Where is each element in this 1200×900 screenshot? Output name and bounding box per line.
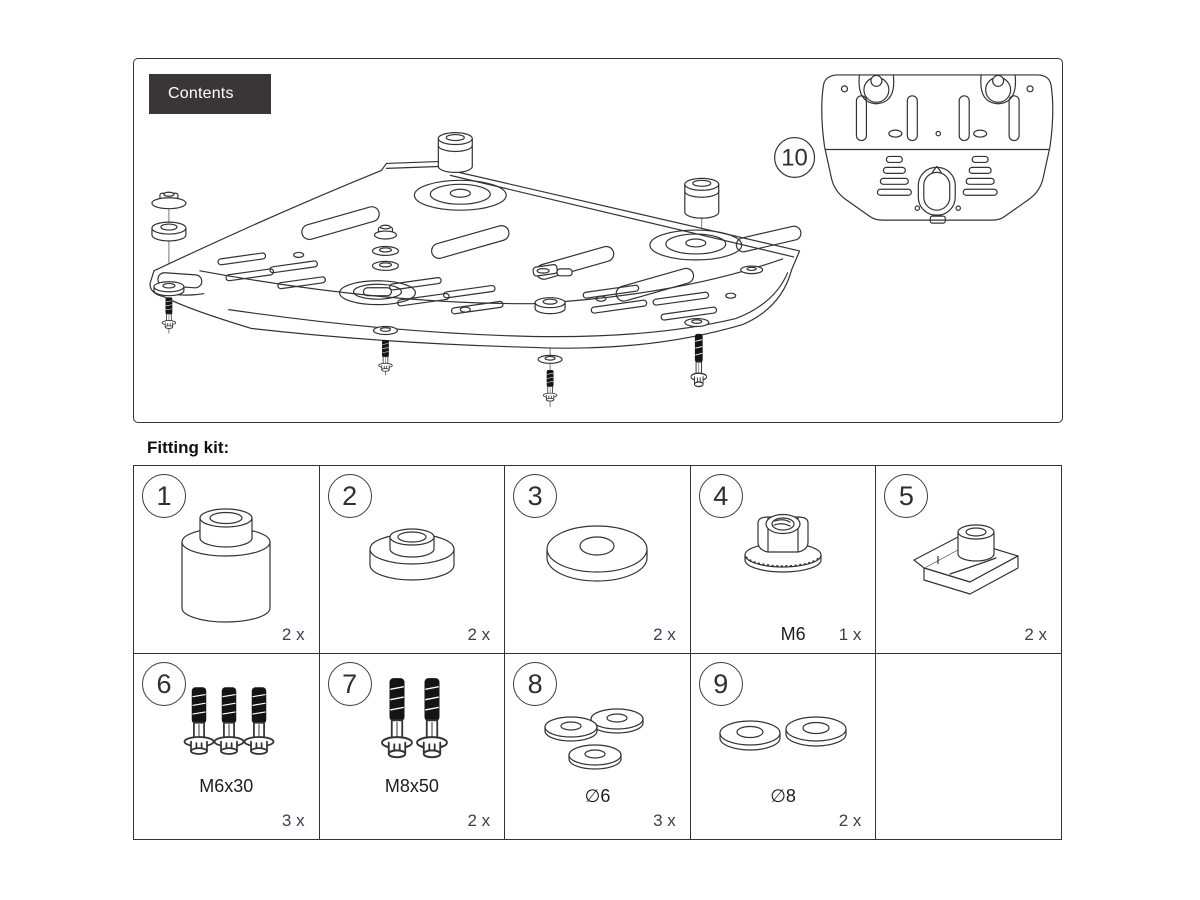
kit-item-cell-4: 4 M6 1 x bbox=[690, 466, 877, 654]
callout-10-circle bbox=[774, 136, 816, 178]
kit-item-cell-2: 2 2 x bbox=[319, 466, 506, 654]
washers-d6-illustration bbox=[544, 707, 645, 770]
part-size-label: M6 bbox=[780, 624, 806, 644]
kit-item-cell-7: 7 M8x50 2 x bbox=[319, 654, 506, 840]
contents-diagram-panel: Contents bbox=[133, 58, 1063, 423]
item-number-badge: 8 bbox=[513, 662, 558, 706]
u-clip-illustration bbox=[913, 523, 1019, 595]
flange-nut-illustration bbox=[744, 513, 822, 573]
quantity-label: 1 x bbox=[838, 625, 862, 644]
kit-empty-cell bbox=[876, 654, 1062, 840]
left-fastener-stack bbox=[151, 191, 187, 329]
quantity-label: 2 x bbox=[1024, 625, 1047, 644]
middle-fastener-stack-a bbox=[371, 224, 400, 372]
part-size-label: ∅8 bbox=[770, 786, 796, 806]
middle-fastener-stack-b bbox=[532, 264, 573, 402]
skid-plate-front-view: 10 bbox=[774, 74, 1054, 224]
kit-item-cell-3: 3 2 x bbox=[505, 466, 691, 654]
fitting-kit-table: 1 2 x 2 2 x 3 2 x 4 bbox=[133, 465, 1062, 840]
item-number-badge: 7 bbox=[327, 662, 372, 706]
fitting-kit-title: Fitting kit: bbox=[147, 438, 230, 457]
item-number-badge: 9 bbox=[698, 662, 743, 706]
kit-item-cell-5: 5 2 x bbox=[876, 466, 1062, 654]
item-number-badge: 5 bbox=[884, 474, 929, 518]
quantity-label: 3 x bbox=[653, 811, 676, 830]
item-number-badge: 6 bbox=[142, 662, 186, 706]
spacer-bush-illustration bbox=[181, 507, 271, 623]
right-fastener-stack bbox=[684, 265, 764, 388]
item-number-badge: 2 bbox=[327, 474, 372, 518]
quantity-label: 2 x bbox=[467, 625, 491, 644]
quantity-label: 2 x bbox=[467, 811, 491, 830]
callout-10-number: 10 bbox=[781, 144, 808, 171]
kit-item-cell-8: 8 ∅6 3 x bbox=[505, 654, 691, 840]
kit-item-cell-9: 9 ∅8 2 x bbox=[690, 654, 877, 840]
item-number-badge: 3 bbox=[513, 474, 558, 518]
part-size-label: M6x30 bbox=[199, 776, 254, 796]
quantity-label: 2 x bbox=[653, 625, 676, 644]
quantity-label: 2 x bbox=[281, 625, 305, 644]
kit-item-cell-1: 1 2 x bbox=[134, 466, 320, 654]
spacer-bush-callouts bbox=[437, 131, 720, 219]
item-number-badge: 1 bbox=[142, 474, 186, 518]
quantity-label: 3 x bbox=[281, 811, 305, 830]
part-size-label: M8x50 bbox=[384, 776, 439, 796]
contents-label-text: Contents bbox=[168, 85, 234, 102]
skid-plate-isometric bbox=[149, 131, 802, 408]
washers-d8-illustration bbox=[719, 715, 847, 751]
contents-illustration: 10 bbox=[149, 74, 1054, 408]
quantity-label: 2 x bbox=[838, 811, 862, 830]
part-size-label: ∅6 bbox=[584, 786, 611, 806]
spacer-washer-illustration bbox=[369, 527, 455, 581]
kit-item-cell-6: 6 M6x30 3 x bbox=[134, 654, 320, 840]
item-number-badge: 4 bbox=[698, 474, 743, 518]
contents-header-box: Contents bbox=[149, 74, 271, 114]
flat-washer-illustration bbox=[546, 524, 649, 582]
